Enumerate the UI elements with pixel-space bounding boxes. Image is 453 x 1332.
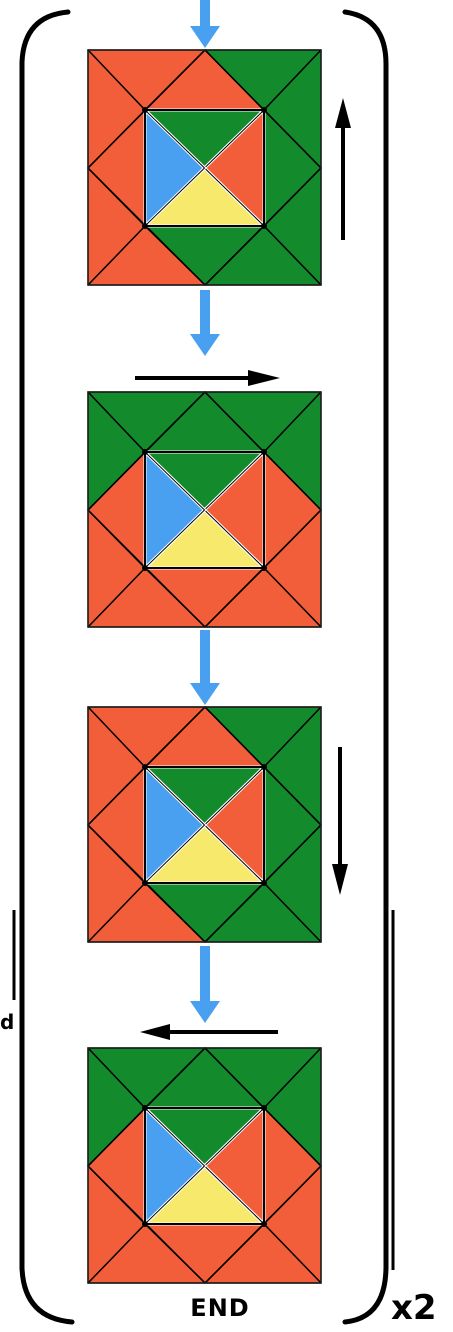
face-border (87, 49, 322, 286)
cube-face-3 (87, 706, 322, 943)
repeat-brackets (12, 9, 395, 1325)
flow-arrow-head (190, 1001, 220, 1023)
corner-dot-2 (261, 449, 267, 455)
flow-arrow-shaft (200, 290, 210, 340)
move-arrow-right (135, 370, 280, 386)
center-square-border (144, 451, 265, 569)
corner-dot-3 (261, 880, 267, 886)
center-square-border (144, 109, 265, 227)
right-bracket (342, 9, 389, 1325)
corner-dot-3 (261, 223, 267, 229)
move-arrow-down (332, 747, 348, 895)
arrow-head (140, 1024, 170, 1040)
flow-arrow-head (190, 683, 220, 705)
face-border (87, 1047, 322, 1284)
flow-arrow-shaft (200, 630, 210, 689)
corner-dot-4 (142, 565, 148, 571)
corner-dot-2 (261, 107, 267, 113)
arrow-head (335, 98, 351, 128)
move-arrow-up (335, 98, 351, 240)
cube-face-1 (87, 49, 322, 286)
cube-face-2 (87, 391, 322, 628)
cube-face-4 (87, 1047, 322, 1284)
repeat-count-label: x2 (391, 1288, 437, 1328)
flow-arrow-1 (190, 290, 220, 356)
face-border (87, 706, 322, 943)
corner-dot-4 (142, 223, 148, 229)
end-label: END (190, 1294, 250, 1322)
left-bracket (19, 9, 75, 1325)
flow-arrow-head (190, 334, 220, 356)
center-square-border (144, 766, 265, 884)
corner-dot-1 (142, 1105, 148, 1111)
corner-dot-1 (142, 107, 148, 113)
flow-arrow-2 (190, 630, 220, 705)
move-arrow-left (140, 1024, 278, 1040)
corner-dot-3 (261, 565, 267, 571)
cut-off-text: d (0, 1010, 15, 1034)
face-border (87, 391, 322, 628)
corner-dot-4 (142, 880, 148, 886)
corner-dot-1 (142, 764, 148, 770)
arrow-head (248, 370, 280, 386)
flow-arrow-3 (190, 946, 220, 1023)
corner-dot-2 (261, 1105, 267, 1111)
corner-dot-1 (142, 449, 148, 455)
flow-arrow-head (190, 26, 220, 48)
flow-arrow-start (190, 0, 220, 48)
arrow-head (332, 864, 348, 895)
corner-dot-3 (261, 1221, 267, 1227)
flow-arrow-shaft (200, 0, 210, 32)
corner-dot-4 (142, 1221, 148, 1227)
center-square-border (144, 1107, 265, 1225)
corner-dot-2 (261, 764, 267, 770)
flow-arrow-shaft (200, 946, 210, 1007)
